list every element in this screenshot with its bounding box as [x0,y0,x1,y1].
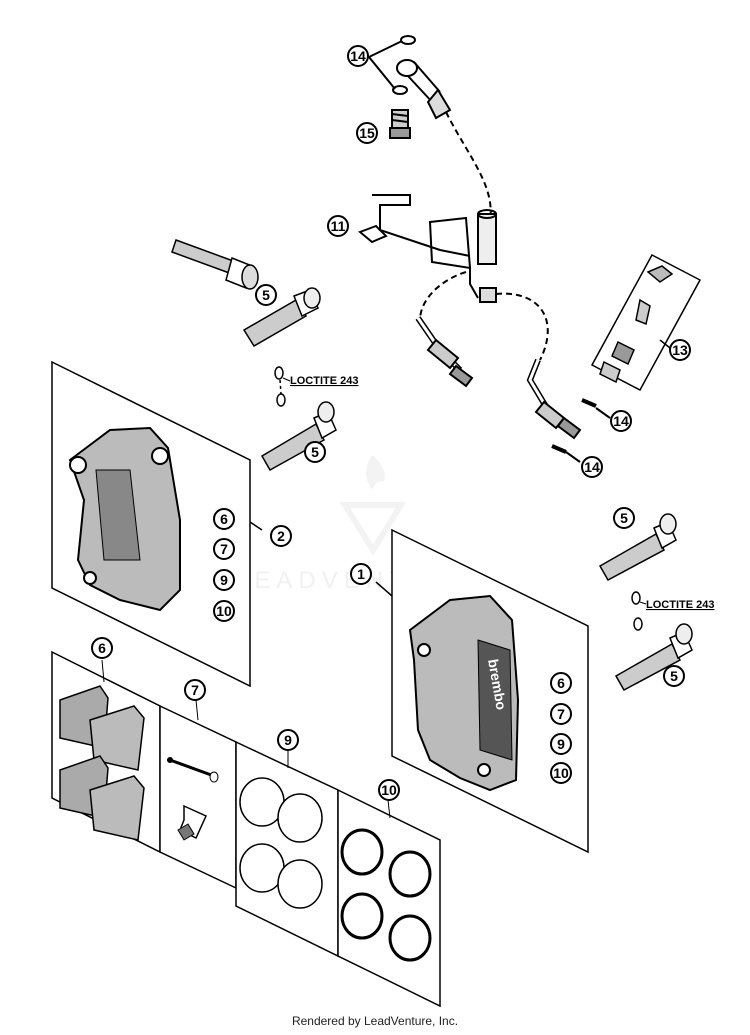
bleeder-kit-box [590,253,702,392]
callout-9: 9 [557,736,565,752]
seal-kit [337,788,441,1008]
callout-2: 2 [277,528,285,544]
callout-5: 5 [311,444,319,460]
callout-7: 7 [191,682,199,698]
loctite-label-right: LOCTITE 243 [646,599,714,611]
callout-5: 5 [620,510,628,526]
loctite-label-upper: LOCTITE 243 [290,375,358,387]
caliper-bolts [171,239,693,692]
callout-7: 7 [220,541,228,557]
callout-5: 5 [670,668,678,684]
callout-9: 9 [284,732,292,748]
callout-6: 6 [220,511,228,527]
right-caliper-panel: brembo [375,528,589,854]
footer-credit: Rendered by LeadVenture, Inc. [291,1014,459,1028]
callout-9: 9 [220,572,228,588]
callout-6: 6 [557,675,565,691]
callout-14: 14 [584,459,600,475]
callout-15: 15 [359,125,375,141]
o-ring-lower [392,85,408,95]
callout-10: 10 [553,765,569,781]
pin-kit [159,699,237,890]
o-ring-upper [400,35,416,45]
callout-13: 13 [672,342,688,358]
callout-7: 7 [557,706,565,722]
callout-10: 10 [216,603,232,619]
callout-14: 14 [350,48,366,64]
callout-10: 10 [381,782,397,798]
piston-kit [235,740,339,958]
callout-5: 5 [262,287,270,303]
brake-pads-kit [51,650,161,854]
left-caliper-panel [51,360,263,688]
callouts: 14 15 11 13 14 14 5 5 5 5 2 1 6 7 9 10 6… [91,45,691,801]
callout-1: 1 [357,566,365,582]
callout-6: 6 [98,640,106,656]
callout-14: 14 [613,413,629,429]
callout-11: 11 [331,218,346,234]
brake-hose-assembly [358,35,611,463]
